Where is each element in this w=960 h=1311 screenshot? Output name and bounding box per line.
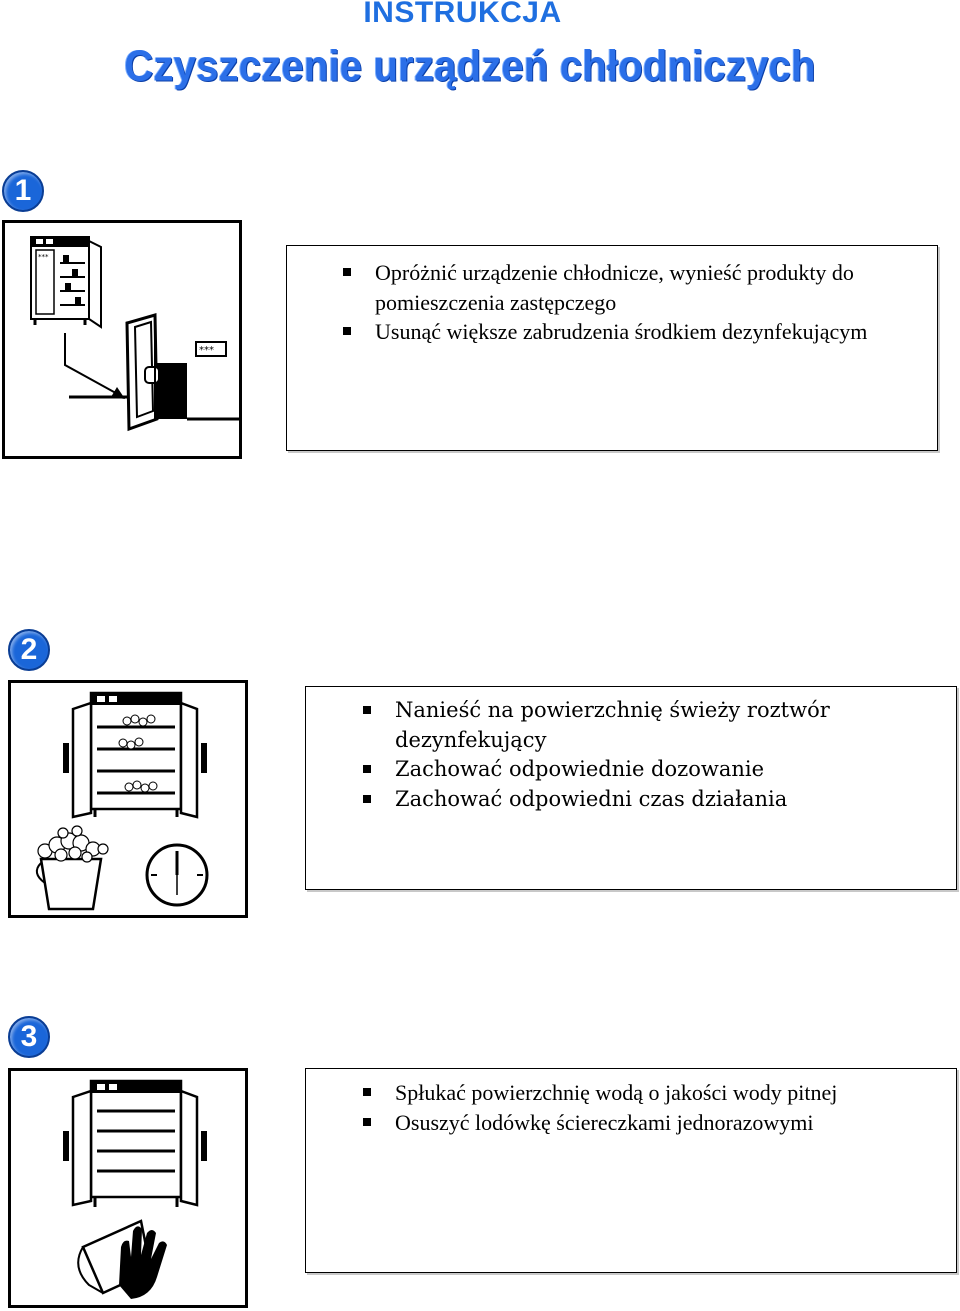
step-1-item: Opróżnić urządzenie chłodnicze, wynieść …	[339, 258, 937, 317]
step-1-textbox: Opróżnić urządzenie chłodnicze, wynieść …	[286, 245, 938, 451]
step-2-item: Zachować odpowiedni czas działania	[359, 785, 956, 815]
step-3-textbox: Spłukać powierzchnię wodą o jakości wody…	[305, 1068, 957, 1273]
step-3-item: Spłukać powierzchnię wodą o jakości wody…	[359, 1078, 956, 1108]
room-label: ***	[199, 345, 214, 356]
step-3-illustration	[8, 1068, 248, 1308]
bucket-icon	[35, 825, 109, 911]
rinse-dry-icon	[63, 1079, 207, 1299]
step-2-item: Nanieść na powierzchnię świeży roztwór d…	[359, 696, 956, 755]
document-title: INSTRUKCJA	[363, 0, 562, 29]
step-2-badge: 2	[8, 629, 50, 671]
clock-icon	[145, 843, 209, 907]
step-3-item: Osuszyć lodówkę ściereczkami jednorazowy…	[359, 1108, 956, 1138]
cloth-glove-icon	[77, 1219, 167, 1299]
document-subtitle: Czyszczenie urządzeń chłodniczych	[124, 41, 816, 91]
fridge-moving-icon: *** ***	[30, 236, 239, 432]
step-2-item: Zachować odpowiednie dozowanie	[359, 755, 956, 785]
step-1-badge: 1	[2, 170, 44, 212]
svg-text:***: ***	[38, 253, 49, 261]
step-3-badge: 3	[8, 1016, 50, 1058]
step-1-item: Usunąć większe zabrudzenia środkiem dezy…	[339, 317, 937, 347]
step-2-textbox: Nanieść na powierzchnię świeży roztwór d…	[305, 686, 957, 890]
step-1-illustration: *** ***	[2, 220, 242, 459]
step-2-illustration	[8, 680, 248, 918]
disinfection-icon	[35, 691, 209, 911]
